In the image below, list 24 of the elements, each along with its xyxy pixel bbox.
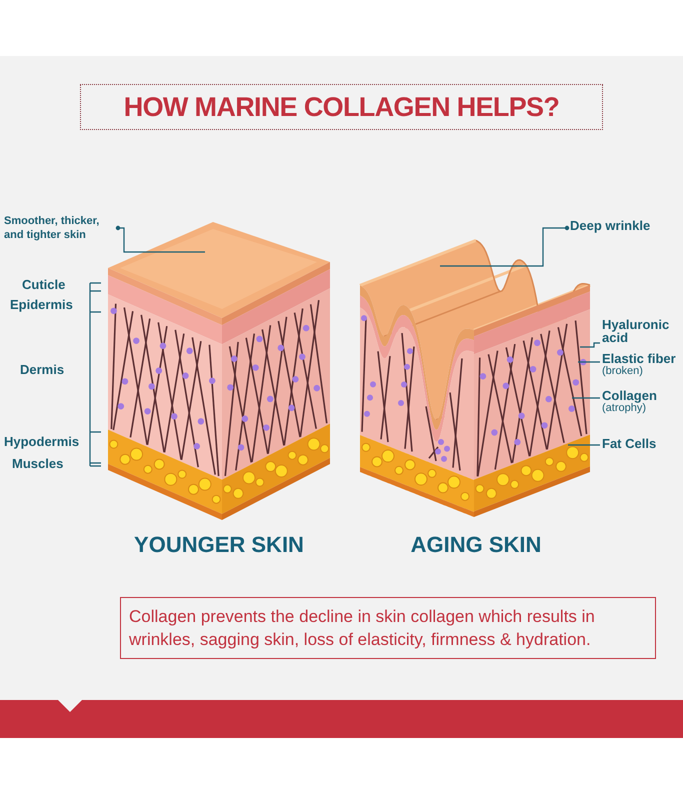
layer-label: Hypodermis: [4, 434, 80, 450]
layer-label: Epidermis: [10, 297, 73, 313]
skin-caption: AGING SKIN: [410, 531, 542, 559]
text-box: [120, 597, 656, 659]
layer-label: Dermis: [20, 362, 64, 378]
title: HOW MARINE COLLAGEN HELPS?: [124, 90, 560, 124]
leader-line: [578, 361, 600, 363]
leader-line: [580, 342, 600, 348]
callout-note: (broken): [602, 365, 644, 378]
callout-text: Elastic fiber: [602, 352, 677, 365]
leader-line: [440, 226, 570, 267]
leader-line: [116, 226, 205, 253]
callout-text: Deep wrinkle: [570, 219, 652, 232]
leader-line: [572, 397, 600, 399]
layer-label: Muscles: [12, 456, 64, 472]
summary-text: Collagen prevents the decline in skin collagen which results in wrinkles, sagging skin, loss of elasticity, firmness & hydration.: [129, 606, 596, 651]
skin-caption: YOUNGER SKIN: [134, 531, 304, 559]
leader-line: [568, 444, 600, 446]
callout-text: Hyaluronic acid: [602, 318, 670, 344]
callout-text: Collagen: [602, 389, 658, 402]
callout-text: Smoother, thicker, and tighter skin: [4, 214, 100, 242]
callout-note: (atrophy): [602, 402, 646, 415]
callout-text: Fat Cells: [602, 437, 658, 450]
layer-label: Cuticle: [22, 277, 66, 293]
